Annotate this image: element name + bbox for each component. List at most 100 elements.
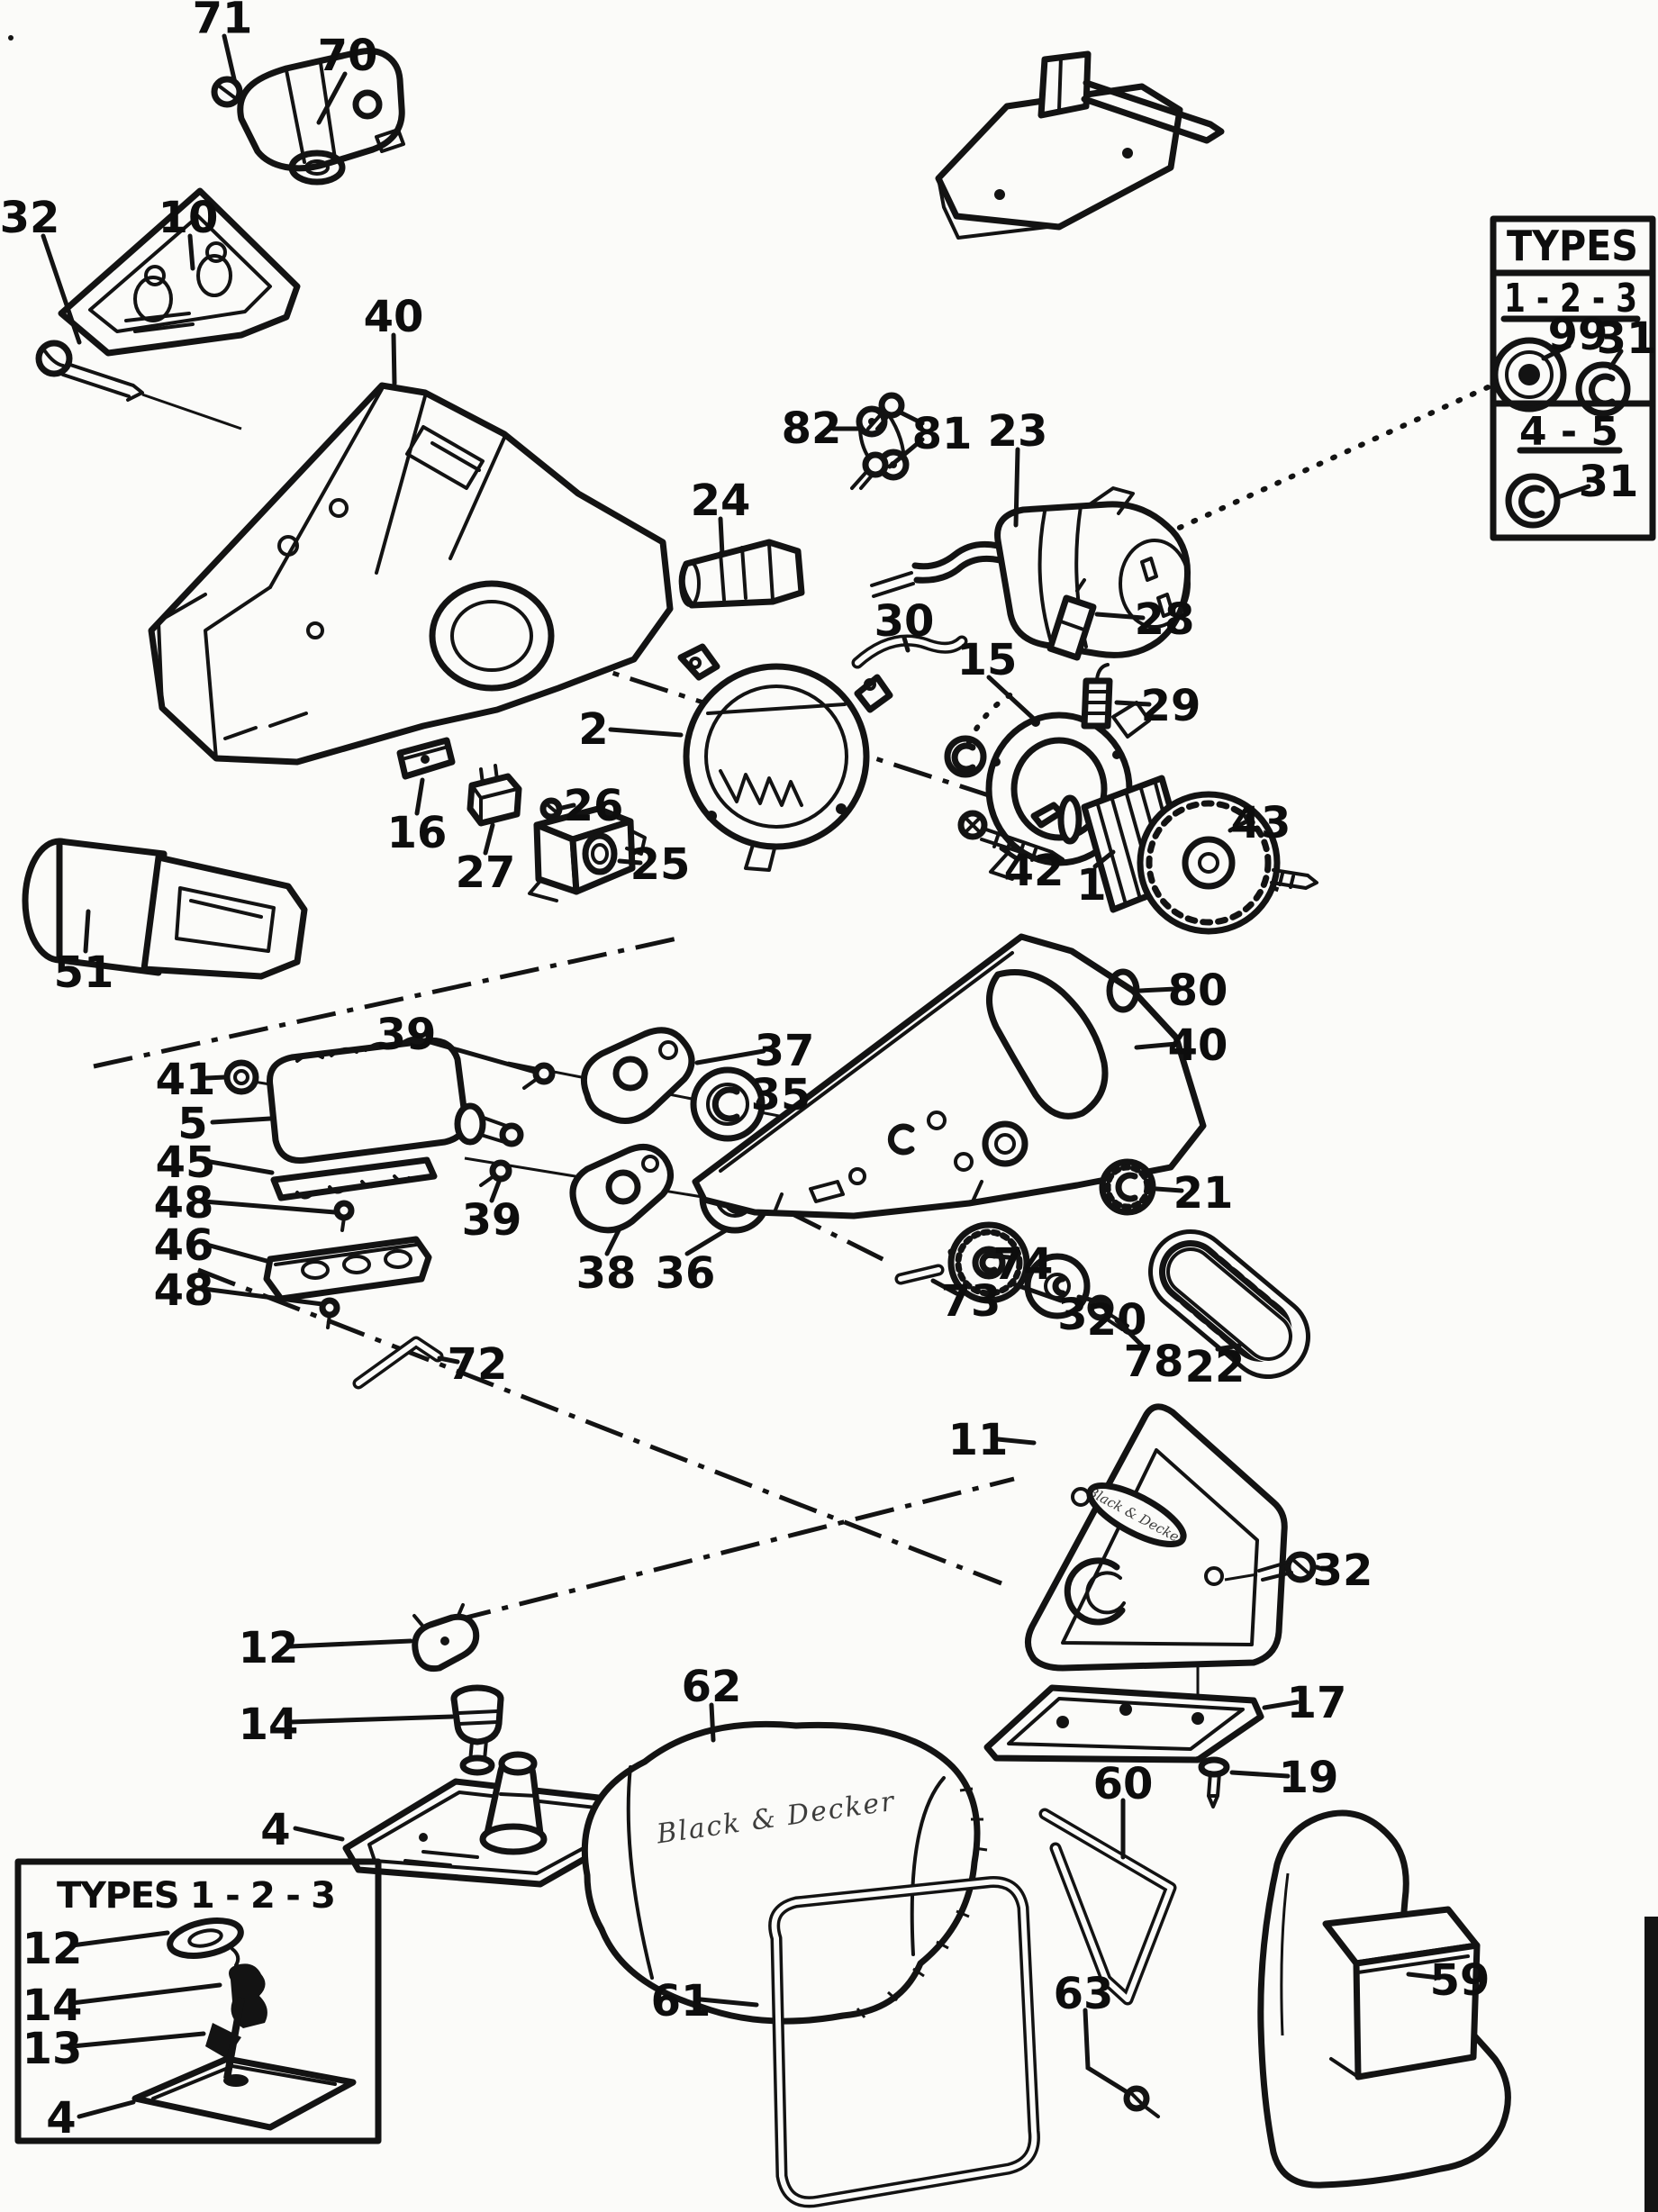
part-label-82: 82 bbox=[782, 403, 842, 454]
part-label-22: 22 bbox=[1185, 1342, 1246, 1392]
part-label-39: 39 bbox=[462, 1195, 522, 1246]
leader-81 bbox=[887, 437, 925, 469]
part-label-11: 11 bbox=[948, 1415, 1009, 1465]
leader-99 bbox=[1541, 343, 1572, 361]
part-21-pulley-small bbox=[1099, 1158, 1156, 1216]
part-27-terminal-block bbox=[467, 764, 522, 827]
part-label-32: 32 bbox=[1313, 1546, 1373, 1596]
part-label-27: 27 bbox=[456, 848, 516, 898]
part-label-19: 19 bbox=[1279, 1753, 1339, 1803]
part-16-wedge-plate bbox=[396, 737, 456, 780]
leader-23 bbox=[1013, 447, 1020, 528]
part-label-12: 12 bbox=[23, 1924, 83, 1974]
part-83-fence bbox=[935, 50, 1225, 240]
part-71-screw bbox=[211, 76, 261, 112]
types-top-title: TYPES bbox=[1507, 222, 1638, 270]
part-label-13: 13 bbox=[23, 2024, 83, 2074]
part-38-bracket-rear bbox=[569, 1144, 674, 1234]
part-1-armature bbox=[1030, 775, 1318, 935]
part-label-60: 60 bbox=[1093, 1759, 1154, 1809]
part-label-40: 40 bbox=[1168, 1020, 1228, 1071]
leader-29 bbox=[1114, 700, 1152, 707]
leader-59 bbox=[1406, 1972, 1442, 1981]
leader-46 bbox=[201, 1241, 269, 1264]
part-label-26: 26 bbox=[564, 781, 624, 831]
washer bbox=[944, 735, 987, 778]
part-24-cord-sleeve bbox=[678, 539, 805, 609]
part-label-99: 99 bbox=[1548, 310, 1608, 360]
leader-15 bbox=[986, 675, 1038, 723]
part-73-roll-pin bbox=[894, 1264, 945, 1285]
leader-48 bbox=[201, 1286, 325, 1307]
leader-39 bbox=[489, 1179, 502, 1203]
part-81-pins bbox=[850, 392, 905, 490]
part-35-adjust-wheel-front bbox=[690, 1066, 766, 1142]
part-label-28: 28 bbox=[1135, 594, 1195, 645]
types-box-bottom: TYPES 1 - 2 - 3 bbox=[14, 1858, 382, 2144]
part-70-handle-cap bbox=[237, 48, 405, 186]
part-label-36: 36 bbox=[656, 1248, 716, 1299]
part-label-12: 12 bbox=[239, 1623, 299, 1673]
leader-31 bbox=[1608, 349, 1624, 370]
leader-45 bbox=[203, 1158, 275, 1175]
part-10-front-cover bbox=[58, 187, 301, 357]
leader-74 bbox=[983, 1253, 1011, 1260]
leader-39 bbox=[424, 1038, 538, 1074]
leader-38 bbox=[604, 1226, 622, 1256]
part-label-10: 10 bbox=[159, 193, 219, 243]
part-62-dust-bag: Black & Decker bbox=[581, 1720, 988, 2025]
part-label-46: 46 bbox=[154, 1220, 214, 1271]
part-label-4: 4 bbox=[260, 1805, 290, 1855]
part-32-screw-left bbox=[35, 340, 242, 431]
leader-73 bbox=[930, 1278, 959, 1296]
part-label-74: 74 bbox=[993, 1239, 1054, 1290]
part-60-wire-guard bbox=[1038, 1808, 1177, 2006]
leader-30 bbox=[901, 635, 911, 653]
part-label-5: 5 bbox=[177, 1099, 207, 1149]
part-17-shoe-plate bbox=[983, 1663, 1264, 1763]
part-label-70: 70 bbox=[318, 31, 378, 81]
leader-10 bbox=[187, 233, 195, 271]
part-label-24: 24 bbox=[691, 476, 751, 526]
leader-62 bbox=[709, 1702, 716, 1743]
part-45-blade bbox=[270, 1156, 438, 1201]
leader-72 bbox=[437, 1355, 460, 1364]
part-37-bracket-front bbox=[581, 1027, 695, 1124]
part-label-62: 62 bbox=[682, 1662, 742, 1712]
part-4-base-shoe bbox=[342, 1751, 645, 1888]
part-label-17: 17 bbox=[1287, 1678, 1347, 1728]
leader-14 bbox=[287, 1714, 455, 1725]
leader-71 bbox=[222, 33, 238, 86]
leader-40 bbox=[1134, 1041, 1179, 1050]
leader-80 bbox=[1137, 986, 1179, 993]
leader-24 bbox=[718, 516, 725, 558]
leader-42 bbox=[999, 846, 1020, 862]
part-label-14: 14 bbox=[23, 1981, 83, 2031]
part-label-14: 14 bbox=[239, 1700, 299, 1750]
leader-4 bbox=[77, 2099, 136, 2119]
part-19-screw bbox=[1198, 1756, 1230, 1809]
leader-17 bbox=[1262, 1700, 1300, 1710]
leader-61 bbox=[698, 1997, 759, 2008]
part-41-end-cap bbox=[223, 1059, 259, 1095]
part-label-38: 38 bbox=[576, 1248, 637, 1299]
leader-13 bbox=[69, 2031, 206, 2049]
part-63-screw bbox=[1123, 2085, 1160, 2118]
part-label-39: 39 bbox=[376, 1010, 437, 1060]
leader-14 bbox=[69, 1982, 222, 2006]
leader-12 bbox=[287, 1638, 413, 1649]
part-label-40: 40 bbox=[364, 292, 424, 342]
part-label-25: 25 bbox=[630, 839, 691, 890]
leader-4 bbox=[293, 1826, 345, 1842]
part-label-63: 63 bbox=[1054, 1969, 1114, 2019]
leader-19 bbox=[1229, 1770, 1291, 1779]
leader-31 bbox=[1555, 484, 1591, 500]
part-5-cutter-drum bbox=[267, 1036, 524, 1165]
part-label-43: 43 bbox=[1231, 798, 1291, 848]
part-label-37: 37 bbox=[755, 1026, 815, 1076]
leader-41 bbox=[204, 1074, 228, 1081]
leader-25 bbox=[617, 858, 643, 866]
part-72-wrench bbox=[352, 1336, 444, 1390]
